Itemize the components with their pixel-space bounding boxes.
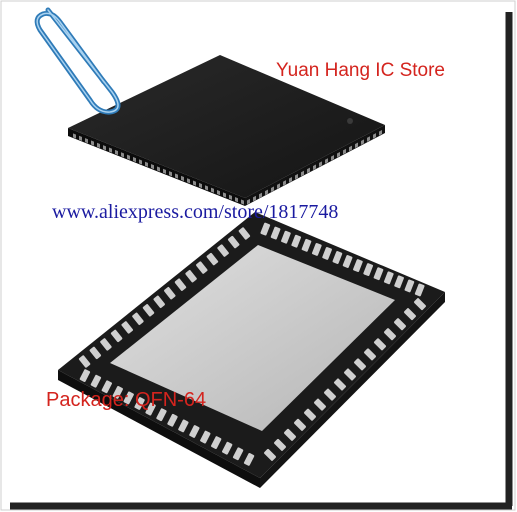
pad xyxy=(363,263,374,276)
pad xyxy=(78,355,91,368)
pad xyxy=(281,230,291,244)
pad xyxy=(156,408,167,422)
pad xyxy=(383,328,397,341)
pad xyxy=(270,226,281,240)
pad xyxy=(79,369,91,382)
pad xyxy=(414,283,425,297)
pad xyxy=(342,255,353,268)
chip-bottom-view xyxy=(58,212,445,488)
pad xyxy=(263,448,277,461)
pad xyxy=(174,278,187,291)
pad xyxy=(123,391,134,405)
pad xyxy=(383,271,394,285)
pad xyxy=(132,312,144,325)
pad xyxy=(121,321,133,334)
pad xyxy=(403,308,417,321)
pad xyxy=(311,243,322,256)
pad xyxy=(89,346,102,360)
pad xyxy=(322,247,332,260)
pad xyxy=(273,438,287,451)
pad xyxy=(101,380,112,394)
package-label: Package: QFN-64 xyxy=(46,389,207,411)
pad xyxy=(134,397,145,410)
pad xyxy=(303,408,317,421)
pad xyxy=(260,222,271,236)
pad xyxy=(243,453,255,466)
paperclip-icon xyxy=(34,7,121,115)
pad xyxy=(301,238,312,252)
perimeter-pads xyxy=(78,222,427,466)
thermal-pad xyxy=(110,245,395,431)
pad xyxy=(178,419,189,433)
pad xyxy=(222,441,233,455)
pad xyxy=(217,244,229,257)
pad xyxy=(373,267,384,281)
pad xyxy=(404,279,415,293)
pad xyxy=(164,287,176,300)
pad xyxy=(238,227,251,240)
pad xyxy=(332,251,343,264)
pad xyxy=(185,270,197,283)
pad xyxy=(353,259,363,272)
pad xyxy=(394,275,404,289)
pad xyxy=(189,425,200,438)
pad xyxy=(232,447,244,461)
pad xyxy=(291,234,302,248)
pad xyxy=(110,329,123,343)
pad xyxy=(353,358,367,371)
pad xyxy=(90,374,102,388)
pad xyxy=(100,338,112,351)
pad xyxy=(283,428,297,441)
pad xyxy=(145,402,156,416)
store-name: Yuan Hang IC Store xyxy=(276,60,445,81)
pad xyxy=(393,318,407,331)
pad xyxy=(112,386,123,399)
pad xyxy=(323,388,337,401)
pad xyxy=(343,368,357,381)
pad xyxy=(211,436,222,449)
pad xyxy=(293,418,307,431)
pad xyxy=(363,348,377,361)
store-url: www.aliexpress.com/store/1817748 xyxy=(52,201,339,223)
pad xyxy=(206,252,219,266)
pad xyxy=(167,413,178,427)
pad xyxy=(413,298,427,311)
pad xyxy=(196,261,208,274)
pad xyxy=(200,430,211,444)
chip-top-view xyxy=(68,55,385,206)
pad xyxy=(373,338,387,351)
pad xyxy=(333,378,347,391)
pad xyxy=(313,398,327,411)
pad xyxy=(153,295,165,308)
pad xyxy=(227,235,240,249)
pin1-dot xyxy=(347,118,353,124)
pad xyxy=(142,304,155,317)
